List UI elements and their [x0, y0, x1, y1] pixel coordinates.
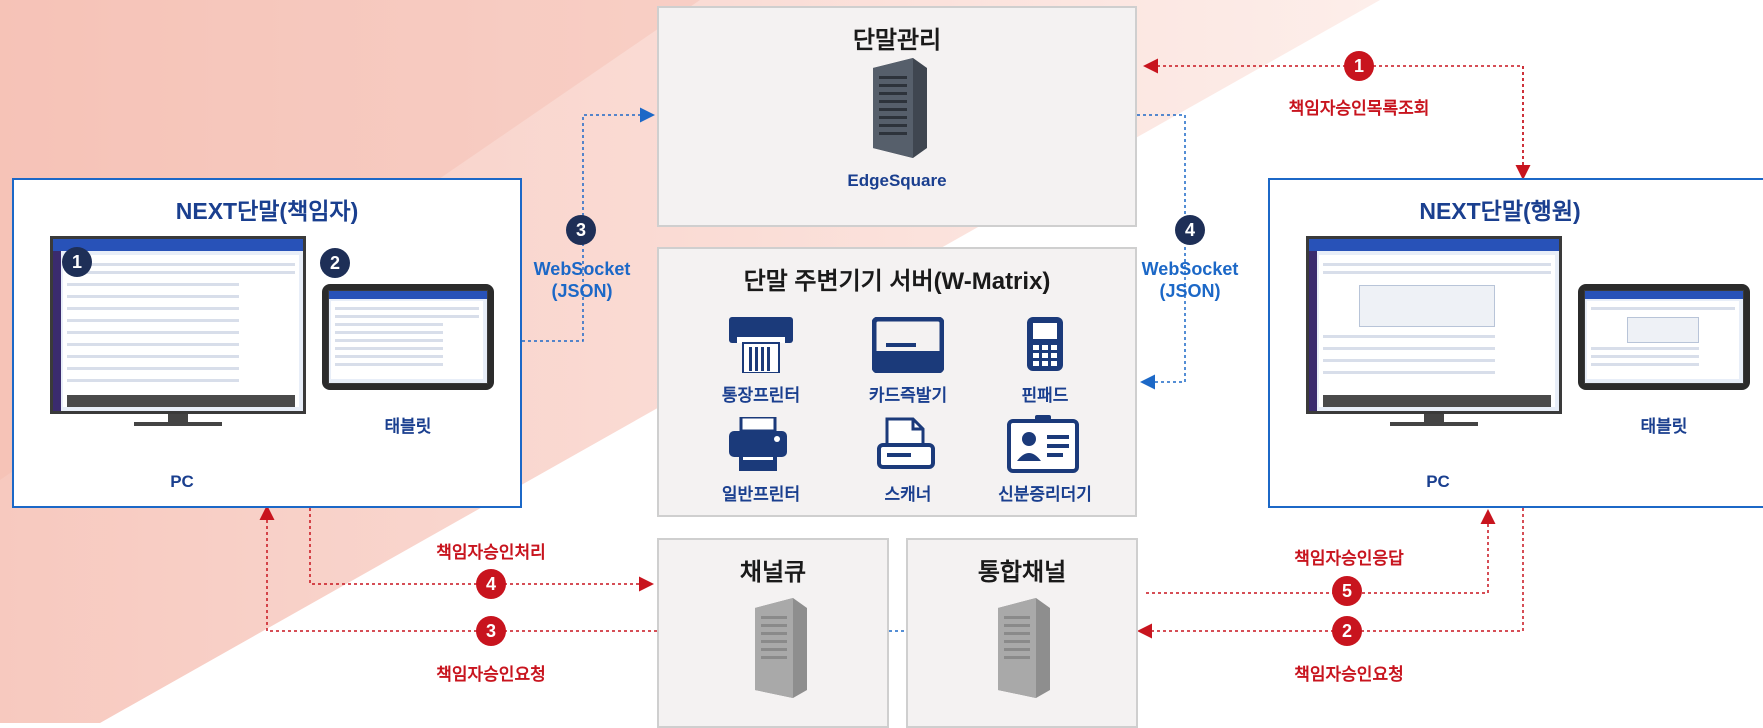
server-icon — [998, 598, 1050, 698]
manager-pc-label: PC — [170, 472, 194, 491]
device-label-pinpad: 핀패드 — [1021, 386, 1069, 405]
flow-4-label: 책임자승인처리 — [436, 543, 546, 562]
channel-queue-title: 채널큐 — [739, 559, 807, 586]
manager-tablet-label: 태블릿 — [384, 417, 432, 436]
device-label-id-reader: 신분증리더기 — [998, 485, 1092, 504]
clerk-terminal-title: NEXT단말(행원) — [1419, 198, 1581, 224]
flow-5-label: 책임자승인응답 — [1294, 549, 1404, 568]
channel-queue-panel: 채널큐 — [657, 538, 889, 728]
integrated-channel-title: 통합채널 — [977, 559, 1067, 586]
clerk-pc-label: PC — [1426, 472, 1450, 491]
peripheral-server-panel: 단말 주변기기 서버(W-Matrix) 통장프린터 카드즉발기 핀패드 일반프… — [657, 247, 1137, 517]
websocket-right-line1: WebSocket — [1141, 259, 1239, 279]
step-badge-pc: 1 — [62, 247, 92, 277]
websocket-left-line1: WebSocket — [533, 259, 631, 279]
pinpad-icon — [1027, 317, 1063, 371]
terminal-management-title: 단말관리 — [852, 27, 942, 54]
tablet-device — [1578, 284, 1750, 390]
clerk-tablet-label: 태블릿 — [1640, 417, 1688, 436]
pc-screen — [1306, 236, 1562, 414]
flow-4-step: 4 — [476, 569, 506, 599]
id-reader-icon — [1007, 415, 1079, 473]
device-label-scanner: 스캐너 — [884, 485, 932, 504]
scanner-icon — [877, 417, 935, 469]
server-icon — [873, 58, 927, 158]
websocket-right-label: WebSocket (JSON) — [1132, 258, 1248, 302]
peripheral-server-title: 단말 주변기기 서버(W-Matrix) — [743, 268, 1051, 295]
device-label-passbook-printer: 통장프린터 — [721, 386, 801, 405]
websocket-left-label: WebSocket (JSON) — [524, 258, 640, 302]
flow-3-label: 책임자승인요청 — [436, 665, 546, 684]
tablet-device — [322, 284, 494, 390]
pc-stand — [168, 414, 188, 422]
manager-terminal-panel: NEXT단말(책임자) 1 2 태블릿 PC — [12, 178, 522, 508]
general-printer-icon — [729, 417, 787, 471]
pc-screen — [50, 236, 306, 414]
websocket-right-step: 4 — [1175, 215, 1205, 245]
flow-2-step: 2 — [1332, 616, 1362, 646]
pc-base — [1390, 422, 1478, 426]
step-badge-tablet: 2 — [320, 248, 350, 278]
flow-1-step: 1 — [1344, 51, 1374, 81]
flow-2-label: 책임자승인요청 — [1294, 665, 1404, 684]
flow-5-step: 5 — [1332, 576, 1362, 606]
pc-base — [134, 422, 222, 426]
websocket-right-line2: (JSON) — [1159, 281, 1221, 301]
pc-stand — [1424, 414, 1444, 422]
websocket-left-step: 3 — [566, 215, 596, 245]
clerk-terminal-panel: NEXT단말(행원) 태블릿 PC — [1268, 178, 1763, 508]
edgesquare-label: EdgeSquare — [847, 171, 947, 190]
card-issuer-icon — [872, 317, 944, 373]
flow-1-label: 책임자승인목록조회 — [1288, 99, 1430, 118]
terminal-management-panel: 단말관리 EdgeSquare — [657, 6, 1137, 227]
websocket-left-line2: (JSON) — [551, 281, 613, 301]
passbook-printer-icon — [729, 317, 793, 373]
device-label-card-issuer: 카드즉발기 — [868, 386, 948, 405]
server-icon — [755, 598, 807, 698]
device-label-general-printer: 일반프린터 — [721, 485, 801, 504]
manager-terminal-title: NEXT단말(책임자) — [175, 198, 359, 224]
integrated-channel-panel: 통합채널 — [906, 538, 1138, 728]
flow-3-step: 3 — [476, 616, 506, 646]
